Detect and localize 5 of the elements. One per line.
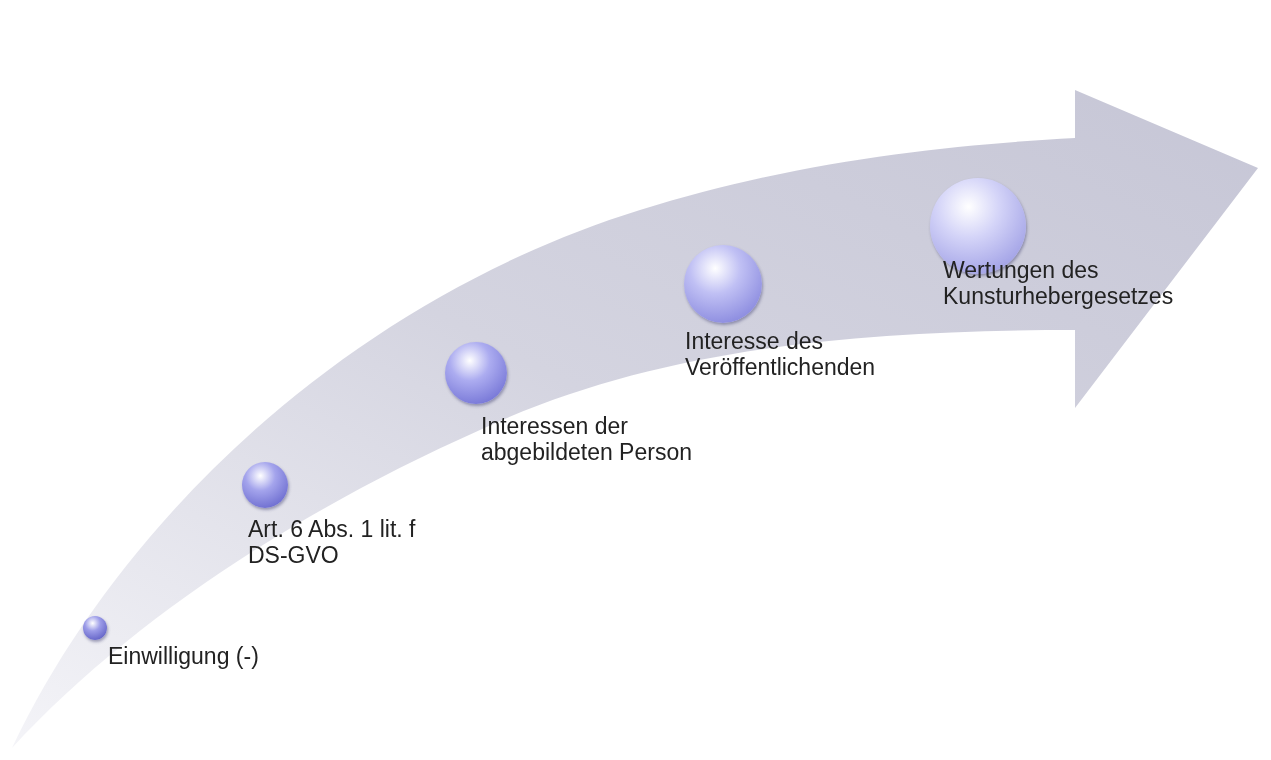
milestone-label: Einwilligung (-) — [108, 643, 260, 669]
milestone-label: Interessen der abgebildeten Person — [481, 413, 693, 465]
milestone-label: Interesse des Veröffentlichenden — [685, 328, 877, 380]
milestone-label: Art. 6 Abs. 1 lit. f DS-GVO — [248, 516, 417, 568]
milestone-label: Wertungen des Kunsturhebergesetzes — [943, 257, 1175, 309]
